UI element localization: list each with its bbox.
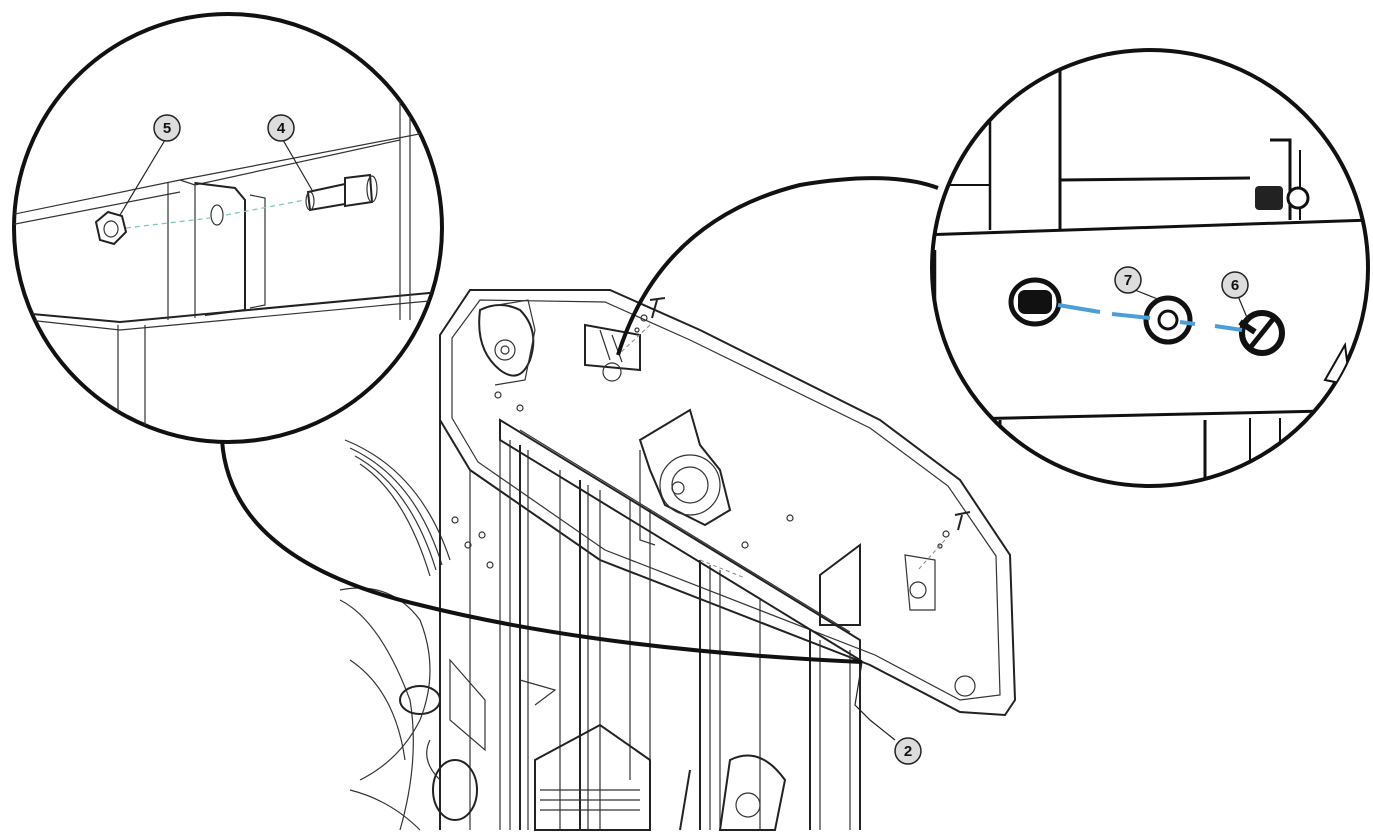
callout-4: 4 [267, 114, 295, 142]
machine-frame [339, 289, 1017, 831]
callout-6: 6 [1221, 271, 1249, 299]
callout-4-label: 4 [277, 120, 286, 137]
leader-lines [220, 176, 939, 741]
callout-6-label: 6 [1231, 277, 1239, 294]
callout-7-label: 7 [1124, 272, 1132, 289]
callout-5-label: 5 [163, 120, 171, 137]
right-zoom-detail [930, 48, 1370, 488]
callout-5: 5 [153, 114, 181, 142]
callout-2: 2 [894, 737, 922, 765]
left-zoom-detail [12, 12, 444, 444]
callout-2-label: 2 [904, 743, 912, 760]
callout-7: 7 [1114, 266, 1142, 294]
